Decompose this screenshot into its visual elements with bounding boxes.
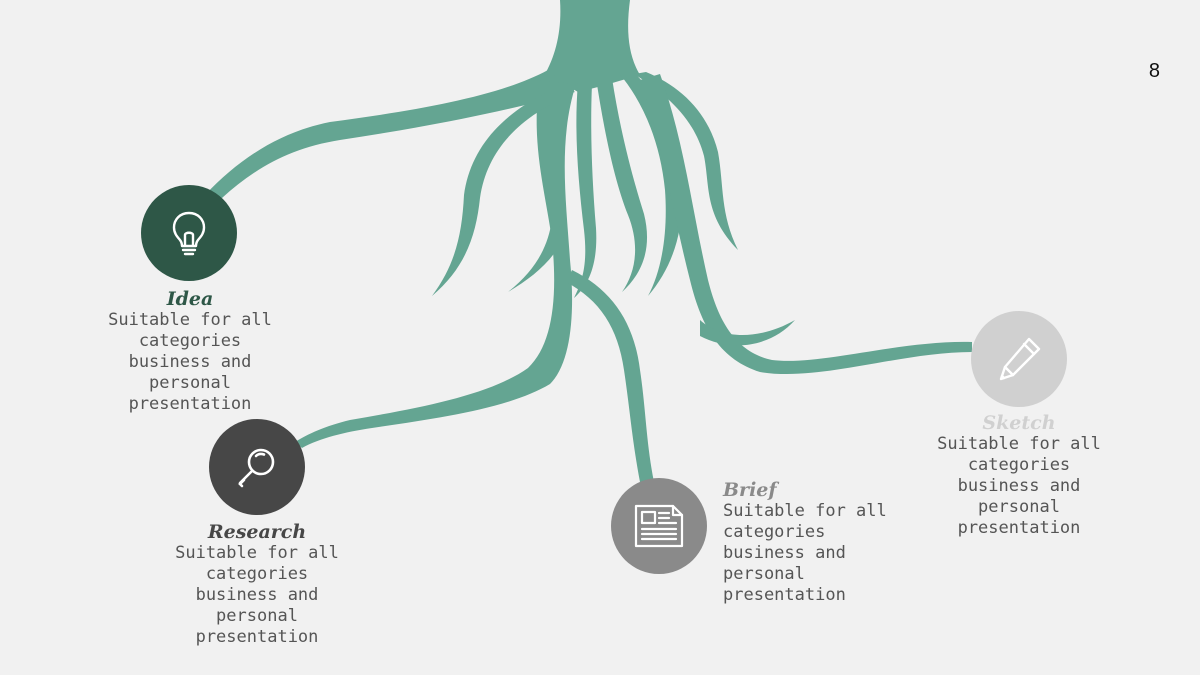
idea-circle: [141, 185, 237, 281]
root-branch-research: [295, 80, 576, 448]
sketch-title: Sketch: [982, 412, 1056, 434]
lightbulb-icon: [172, 211, 206, 256]
root-branch-sketch: [640, 74, 972, 375]
root-branch-brief: [566, 270, 654, 482]
pencil-icon: [999, 337, 1041, 381]
sketch-circle: [971, 311, 1067, 407]
brief-label: Brief Suitable for all categories busine…: [723, 479, 943, 606]
brief-title: Brief: [723, 479, 777, 501]
research-label: Research Suitable for all categories bus…: [147, 521, 367, 648]
idea-title: Idea: [166, 288, 214, 310]
root-tendril-right-2: [634, 72, 738, 250]
brief-description: Suitable for all categories business and…: [723, 501, 887, 605]
idea-description: Suitable for all categories business and…: [108, 310, 272, 414]
root-tendril-middle-2: [596, 78, 648, 292]
sketch-description: Suitable for all categories business and…: [937, 434, 1101, 538]
sketch-label: Sketch Suitable for all categories busin…: [909, 412, 1129, 539]
document-icon: [634, 504, 684, 548]
root-tendril-right-3: [700, 320, 795, 346]
root-branch-idea: [205, 70, 575, 198]
brief-circle: [611, 478, 707, 574]
research-circle: [209, 419, 305, 515]
root-trunk: [544, 0, 640, 92]
research-title: Research: [207, 521, 307, 543]
root-tendril-left-2: [508, 220, 566, 292]
idea-label: Idea Suitable for all categories busines…: [80, 288, 300, 415]
root-tendril-middle-1: [574, 82, 597, 298]
research-description: Suitable for all categories business and…: [175, 543, 339, 647]
page-number: 8: [1148, 60, 1160, 82]
root-tendril-left-1: [432, 92, 552, 296]
magnifier-icon: [238, 448, 275, 488]
